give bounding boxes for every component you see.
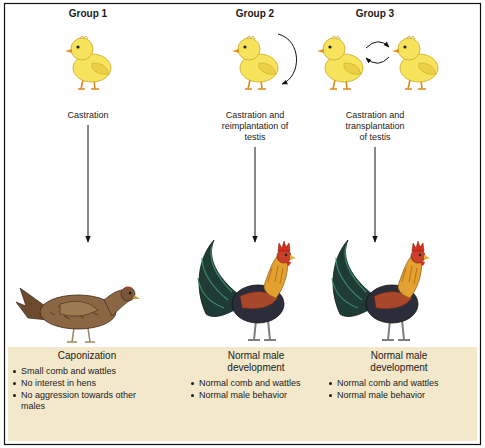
outcome-heading: Normal male development	[354, 350, 444, 374]
results-band	[8, 347, 477, 441]
chick-figure	[317, 36, 363, 89]
outcome-block: Normal male developmentNormal comb and w…	[328, 244, 470, 440]
bullet-item: Normal comb and wattles	[190, 378, 322, 389]
chick-figure	[65, 36, 111, 89]
connector-arrow	[255, 147, 256, 242]
bullet-dot	[13, 394, 16, 397]
connector-arrow	[375, 147, 376, 242]
bullet-dot	[329, 394, 332, 397]
group-heading: Group 1	[38, 8, 138, 20]
procedure-text: Castration	[54, 110, 122, 121]
group-heading: Group 2	[205, 8, 305, 20]
procedure-block: Group 3 Castration and transplantation of…	[325, 6, 425, 145]
bullet-text: No interest in hens	[21, 378, 162, 389]
group-heading: Group 3	[325, 8, 425, 20]
outcome-heading: Caponization	[42, 350, 132, 362]
chick-figure	[232, 36, 278, 89]
transplant-arrow	[366, 57, 389, 63]
capon-figure	[16, 287, 140, 343]
bullet-item: Normal male behavior	[328, 390, 470, 401]
bullet-dot	[13, 382, 16, 385]
transplant-arrow	[366, 42, 389, 48]
bullet-item: No interest in hens	[12, 378, 162, 389]
bullet-text: Normal comb and wattles	[337, 378, 470, 389]
connector-arrow	[88, 125, 89, 242]
bullet-item: Normal male behavior	[190, 390, 322, 401]
bullet-text: Normal male behavior	[337, 390, 470, 401]
chick-figure	[392, 36, 438, 89]
outcome-heading: Normal male development	[211, 350, 301, 374]
outcome-block: CaponizationSmall comb and wattlesNo int…	[12, 244, 162, 440]
bullet-text: Normal male behavior	[199, 390, 322, 401]
rooster-figure	[332, 240, 430, 340]
bullet-item: Small comb and wattles	[12, 366, 162, 377]
bullet-item: No aggression towards other males	[12, 390, 162, 412]
bullet-dot	[13, 370, 16, 373]
outcome-block: Normal male developmentNormal comb and w…	[190, 244, 322, 440]
procedure-text: Castration and transplantation of testis	[341, 110, 409, 143]
bullet-dot	[191, 394, 194, 397]
bullet-dot	[191, 382, 194, 385]
bullet-dot	[329, 382, 332, 385]
bullet-item: Normal comb and wattles	[328, 378, 470, 389]
bullet-text: No aggression towards other males	[21, 390, 162, 412]
reimplant-arrow	[278, 34, 297, 84]
procedure-block: Group 1 Castration	[38, 6, 138, 123]
procedure-text: Castration and reimplantation of testis	[221, 110, 289, 143]
bullet-text: Normal comb and wattles	[199, 378, 322, 389]
frame	[5, 4, 481, 445]
procedure-block: Group 2 Castration and reimplantation of …	[205, 6, 305, 145]
rooster-figure	[198, 240, 296, 340]
bullet-text: Small comb and wattles	[21, 366, 162, 377]
